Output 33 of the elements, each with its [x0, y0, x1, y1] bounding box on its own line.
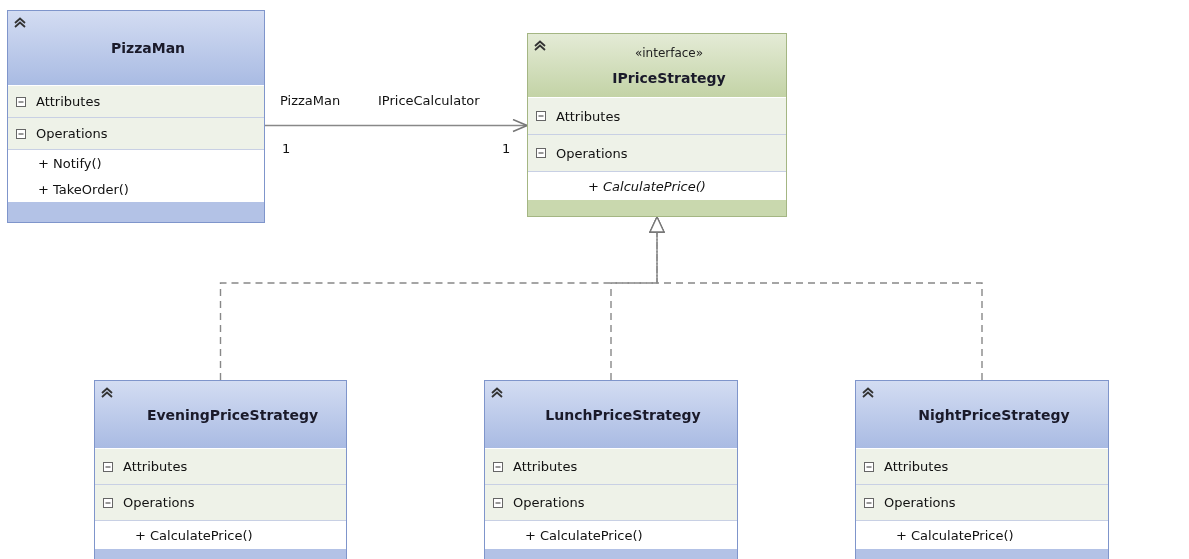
- class-box: [7, 10, 265, 223]
- class-name: NightPriceStrategy: [917, 406, 1070, 423]
- compartment-label: Attributes: [556, 108, 621, 124]
- class-name: LunchPriceStrategy: [544, 406, 701, 423]
- stereotype-label: «interface»: [633, 45, 704, 60]
- compartment-label: Operations: [123, 495, 195, 510]
- compartment-label: Operations: [884, 495, 956, 510]
- compartment-label: Attributes: [36, 94, 101, 109]
- compartment-label: Operations: [513, 495, 585, 510]
- operation-text: + Notify(): [8, 150, 264, 176]
- class-box: [484, 380, 738, 559]
- operation-text: + CalculatePrice(): [485, 521, 737, 549]
- multiplicity-label: 1: [502, 141, 511, 156]
- class-box: [527, 33, 787, 217]
- role-name: PizzaMan: [280, 93, 341, 108]
- operation-text: + CalculatePrice(): [528, 172, 786, 200]
- role-name: IPriceCalculator: [378, 93, 480, 108]
- class-box: [94, 380, 347, 559]
- operation-text: + TakeOrder(): [8, 176, 264, 202]
- association-arrow: [264, 118, 528, 133]
- compartment-label: Attributes: [884, 459, 949, 474]
- compartment-label: Operations: [556, 145, 628, 161]
- operation-text: + CalculatePrice(): [856, 521, 1108, 549]
- compartment-label: Attributes: [513, 459, 578, 474]
- compartment-label: Attributes: [123, 459, 188, 474]
- class-name: EveningPriceStrategy: [145, 406, 319, 423]
- class-name: PizzaMan: [109, 40, 186, 56]
- operation-text: + CalculatePrice(): [95, 521, 346, 549]
- class-box: [855, 380, 1109, 559]
- multiplicity-label: 1: [282, 141, 291, 156]
- compartment-label: Operations: [36, 126, 108, 141]
- class-name: IPriceStrategy: [611, 69, 726, 86]
- realization-arrow: [649, 216, 983, 381]
